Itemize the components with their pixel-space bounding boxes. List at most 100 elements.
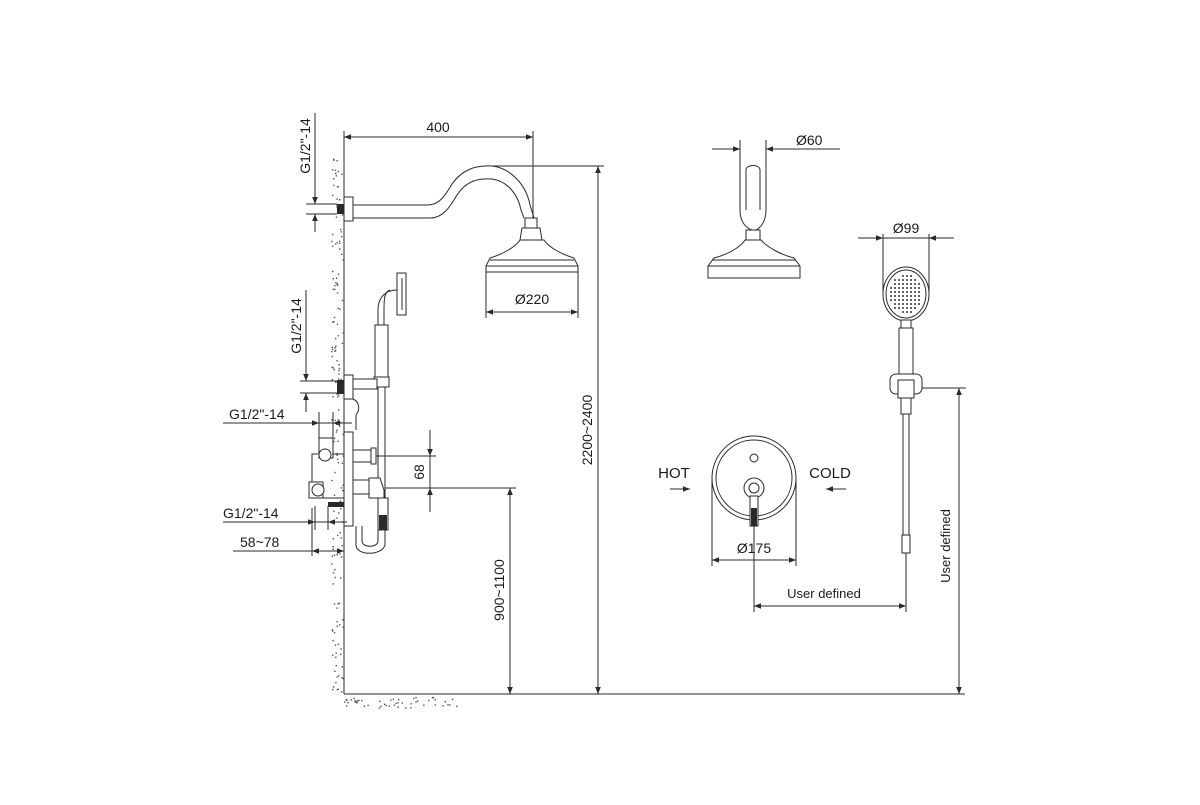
head-neck-collar bbox=[519, 227, 543, 241]
wall-speck bbox=[336, 284, 338, 286]
nozzle-dot bbox=[902, 275, 904, 277]
wall-speck bbox=[338, 364, 340, 366]
dim-user-v-label: User defined bbox=[938, 509, 953, 583]
nozzle-dot bbox=[902, 299, 904, 301]
wall-speck bbox=[332, 654, 334, 656]
floor-speck bbox=[385, 704, 387, 707]
wall-and-floor bbox=[331, 158, 965, 709]
dim-thread-mid-label: G1/2"-14 bbox=[288, 298, 304, 354]
wall-speck bbox=[341, 214, 344, 216]
in-wall-outlet bbox=[328, 502, 344, 507]
wall-speck bbox=[332, 169, 334, 171]
wall-speck bbox=[335, 172, 337, 175]
wall-speck bbox=[337, 603, 339, 605]
wall-speck bbox=[337, 688, 339, 690]
wall-speck bbox=[334, 644, 337, 646]
in-wall-fitting-top bbox=[318, 448, 332, 462]
wall-speck bbox=[332, 245, 334, 247]
floor-speck bbox=[354, 700, 356, 702]
wall-speck bbox=[338, 378, 340, 380]
lever-stem bbox=[352, 479, 370, 495]
wall-speck bbox=[333, 158, 335, 160]
front-lever-tip bbox=[751, 508, 757, 526]
floor-speck bbox=[379, 700, 381, 702]
wall-speck bbox=[340, 648, 342, 650]
nozzle-dot bbox=[894, 303, 896, 305]
nozzle-dot bbox=[914, 299, 916, 301]
front-hand-shower: Ø99 User defined bbox=[858, 220, 966, 694]
nozzle-dot bbox=[910, 279, 912, 281]
wall-speck bbox=[341, 677, 343, 679]
wall-speck bbox=[335, 277, 338, 279]
wall-speck bbox=[332, 270, 334, 273]
floor-speck bbox=[449, 704, 451, 706]
nozzle-dot bbox=[910, 303, 912, 305]
nozzle-dot bbox=[910, 287, 912, 289]
hose-loop bbox=[355, 526, 386, 554]
floor-speck bbox=[395, 702, 397, 704]
front-rain-head: Ø60 bbox=[707, 132, 840, 279]
nozzle-dot bbox=[898, 295, 900, 297]
wall-speck bbox=[331, 348, 334, 350]
floor-speck bbox=[358, 699, 360, 702]
diverter-stem bbox=[352, 449, 372, 463]
wall-speck bbox=[341, 691, 343, 693]
nozzle-dot bbox=[906, 295, 908, 297]
floor-speck bbox=[397, 699, 400, 701]
nozzle-dot bbox=[918, 303, 920, 305]
floor-speck bbox=[456, 705, 458, 707]
wall-speck bbox=[332, 321, 334, 323]
front-valve: HOT COLD Ø175 User defined bbox=[658, 435, 906, 612]
floor-speck bbox=[393, 704, 396, 706]
wall-speck bbox=[333, 316, 336, 319]
wall-speck bbox=[332, 278, 334, 280]
nozzle-dot bbox=[906, 287, 908, 289]
wall-speck bbox=[335, 345, 337, 347]
hand-shower-neck bbox=[377, 289, 398, 325]
shower-arm bbox=[353, 165, 535, 219]
nozzle-dot bbox=[914, 303, 916, 305]
wall-speck bbox=[339, 308, 341, 310]
diverter-knob bbox=[370, 447, 377, 465]
wall-speck bbox=[334, 349, 337, 351]
nozzle-dot bbox=[914, 279, 916, 281]
nozzle-dot bbox=[890, 299, 892, 301]
wall-speck bbox=[336, 429, 338, 431]
nozzle-dot bbox=[902, 283, 904, 285]
wall-speck bbox=[332, 546, 334, 548]
wall-speck bbox=[338, 367, 341, 370]
nozzle-dot bbox=[902, 303, 904, 305]
floor-speck bbox=[413, 697, 415, 700]
lever-hub-inner bbox=[748, 482, 760, 494]
nozzle-dot bbox=[910, 299, 912, 301]
nozzle-dot bbox=[906, 311, 908, 313]
nozzle-dot bbox=[910, 275, 912, 277]
floor-speck bbox=[353, 697, 355, 700]
front-hose-end bbox=[901, 534, 911, 554]
wall-speck bbox=[339, 248, 341, 250]
wall-speck bbox=[331, 355, 333, 358]
wall-speck bbox=[341, 544, 343, 547]
nozzle-dot bbox=[898, 291, 900, 293]
wall-speck bbox=[342, 619, 344, 621]
wall-speck bbox=[336, 625, 338, 627]
nozzle-dot bbox=[918, 287, 920, 289]
nozzle-dot bbox=[906, 279, 908, 281]
hand-shower-neck-front bbox=[900, 319, 912, 329]
wall-speck bbox=[333, 440, 335, 443]
wall-speck bbox=[333, 510, 335, 512]
nozzle-dot bbox=[890, 291, 892, 293]
nozzle-dot bbox=[902, 291, 904, 293]
wall-speck bbox=[334, 576, 336, 579]
nozzle-dot bbox=[898, 287, 900, 289]
wall-speck bbox=[332, 583, 334, 585]
wall-speck bbox=[336, 323, 339, 325]
floor-speck bbox=[357, 699, 359, 702]
wall-speck bbox=[331, 379, 333, 381]
front-head-neck bbox=[745, 229, 761, 241]
wall-speck bbox=[332, 194, 334, 197]
wall-speck bbox=[333, 603, 336, 605]
hose-loop-inner bbox=[361, 526, 379, 547]
wall-speck bbox=[341, 666, 343, 668]
wall-speck bbox=[337, 396, 339, 398]
